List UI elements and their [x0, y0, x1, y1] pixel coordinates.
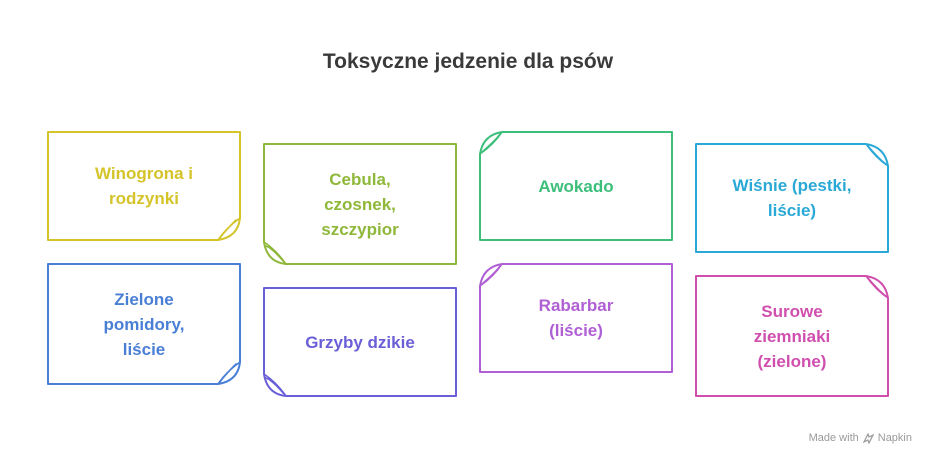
- card-outline: [479, 263, 673, 373]
- card-outline: [479, 131, 673, 241]
- card-label: Zielone pomidory, liście: [103, 289, 185, 359]
- card-label: Grzyby dzikie: [305, 332, 415, 352]
- card-label: Awokado: [538, 176, 614, 196]
- page-curl-icon: [263, 241, 287, 265]
- card-5: [47, 263, 241, 385]
- card-label: Rabarbar (liście): [538, 296, 614, 340]
- card-label: Cebula, czosnek, szczypior: [321, 169, 399, 239]
- footer-attribution: Made with Napkin: [809, 432, 912, 444]
- card-2: [263, 143, 457, 265]
- napkin-brand-text: Napkin: [877, 432, 912, 444]
- card-outline: [263, 287, 457, 397]
- card-label: Wiśnie (pestki, liście): [732, 176, 852, 220]
- napkin-logo-icon: [862, 432, 874, 444]
- page-curl-icon: [217, 361, 241, 385]
- card-outline: [263, 143, 457, 265]
- page-curl-icon: [865, 143, 889, 167]
- card-outline: [695, 275, 889, 397]
- card-outline: [695, 143, 889, 253]
- page-curl-icon: [479, 131, 503, 155]
- made-with-text: Made with: [808, 432, 859, 444]
- page-curl-icon: [217, 217, 241, 241]
- card-8: [695, 275, 889, 397]
- card-label: Surowe ziemniaki (zielone): [753, 301, 831, 371]
- page-curl-icon: [865, 275, 889, 299]
- page-curl-icon: [479, 263, 503, 287]
- card-4: [695, 143, 889, 253]
- card-label: Winogrona i rodzynki: [94, 164, 194, 208]
- card-1: [47, 131, 241, 241]
- page-title: Toksyczne jedzenie dla psów: [322, 50, 614, 73]
- card-7: [479, 263, 673, 373]
- card-3: [479, 131, 673, 241]
- page-curl-icon: [263, 373, 287, 397]
- card-6: [263, 287, 457, 397]
